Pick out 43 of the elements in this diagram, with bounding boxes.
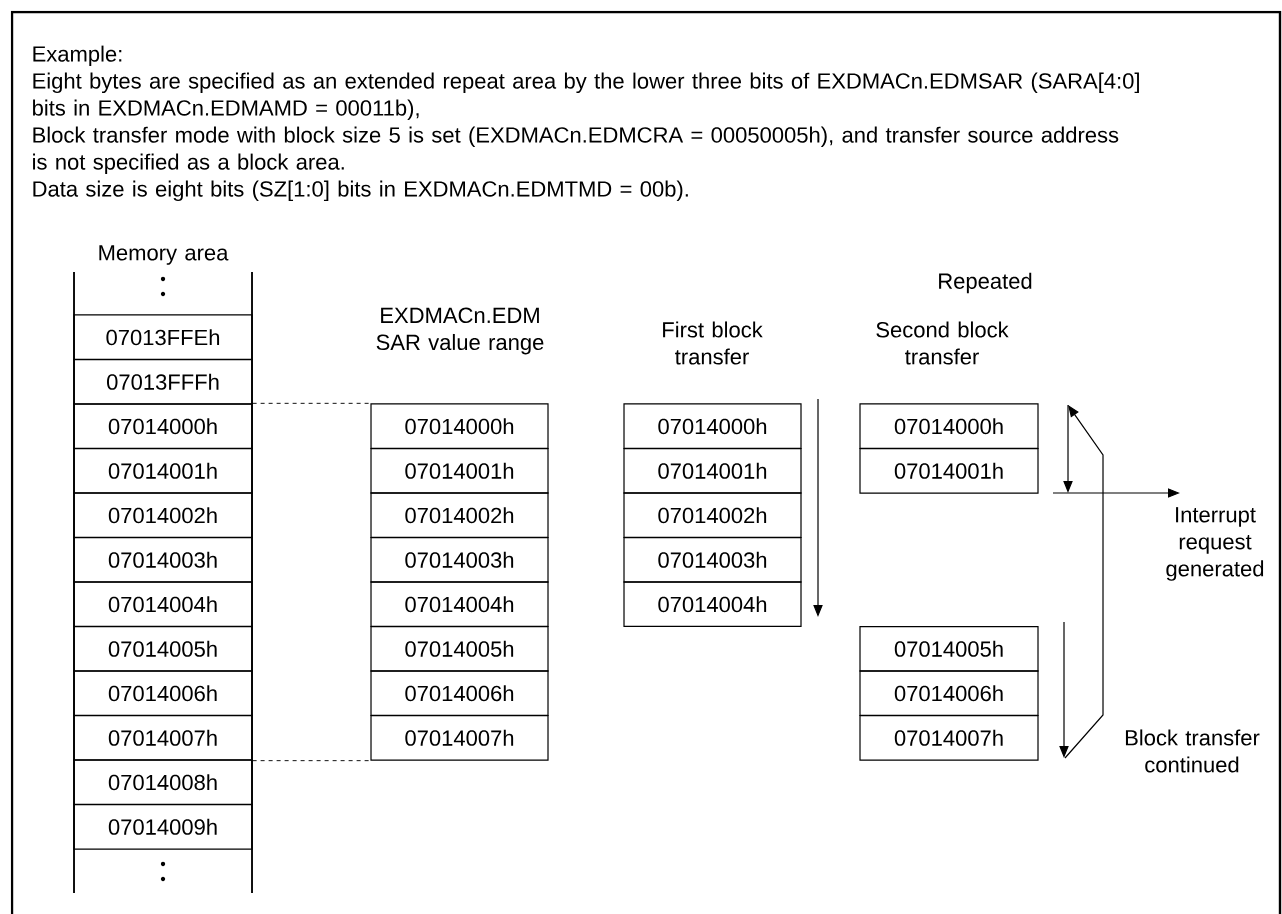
address-cell: 07013FFFh (73, 358, 253, 405)
address-cell: 07014004h (623, 581, 802, 628)
column-heading: Second block transfer (876, 321, 1009, 365)
arrow-label: Block transfer continued (1125, 729, 1260, 773)
note-text: Block transfer mode with block size 5 is set (EXDMACn.EDMCRA = 00050005h), and transfer source address is not specified as a block area. (33, 126, 1119, 175)
address-cell: 07014008h (73, 759, 253, 806)
example-heading: Example: (33, 45, 122, 67)
repeat-label: Repeated (939, 272, 1032, 294)
address-cell: 07014006h (73, 670, 253, 717)
address-cell: 07014000h (859, 403, 1039, 450)
address-cell: 07014003h (370, 536, 549, 583)
address-cell: 07014002h (73, 492, 253, 539)
address-cell: 07014001h (623, 447, 802, 494)
address-cell: 07014004h (73, 581, 253, 628)
address-cell: 07014001h (370, 447, 549, 494)
column-heading: EXDMACn.EDM SAR value range (376, 307, 544, 355)
address-cell: 07014005h (73, 625, 253, 672)
arrow-label: Interrupt request generated (1166, 507, 1264, 581)
column-heading: First block transfer (663, 321, 763, 365)
note-text: Data size is eight bits (SZ[1:0] bits in EXDMACn.EDMTMD = 00b). (33, 180, 688, 202)
address-cell: 07014002h (370, 492, 549, 539)
address-cell: 07014000h (73, 403, 253, 450)
address-cell: 07014000h (623, 403, 802, 450)
address-cell: 07014003h (73, 536, 253, 583)
connector-line (252, 402, 371, 404)
address-cell: 07014007h (859, 714, 1039, 761)
address-cell: 07014002h (623, 492, 802, 539)
address-cell: 07014001h (859, 447, 1039, 494)
address-cell: 07014006h (859, 670, 1039, 717)
address-cell: 07014006h (370, 670, 549, 717)
note-text: Eight bytes are specified as an extended repeat area by the lower three bits of EXDMACn.EDMSAR (SARA[4:0] bits in EXDMACn.EDMAMD = 00011b), (33, 72, 1139, 121)
address-cell: 07014007h (370, 714, 549, 761)
address-cell: 07014003h (623, 536, 802, 583)
column-heading: Memory area (99, 245, 229, 265)
address-cell: 07014004h (370, 581, 549, 628)
address-cell: 07013FFEh (73, 314, 253, 361)
address-cell: 07014005h (859, 625, 1039, 672)
connector-line (252, 760, 371, 762)
address-cell: 07014009h (73, 803, 253, 850)
address-cell: 07014007h (73, 714, 253, 761)
address-cell: 07014001h (73, 447, 253, 494)
address-cell: 07014000h (370, 403, 549, 450)
address-cell: 07014005h (370, 625, 549, 672)
